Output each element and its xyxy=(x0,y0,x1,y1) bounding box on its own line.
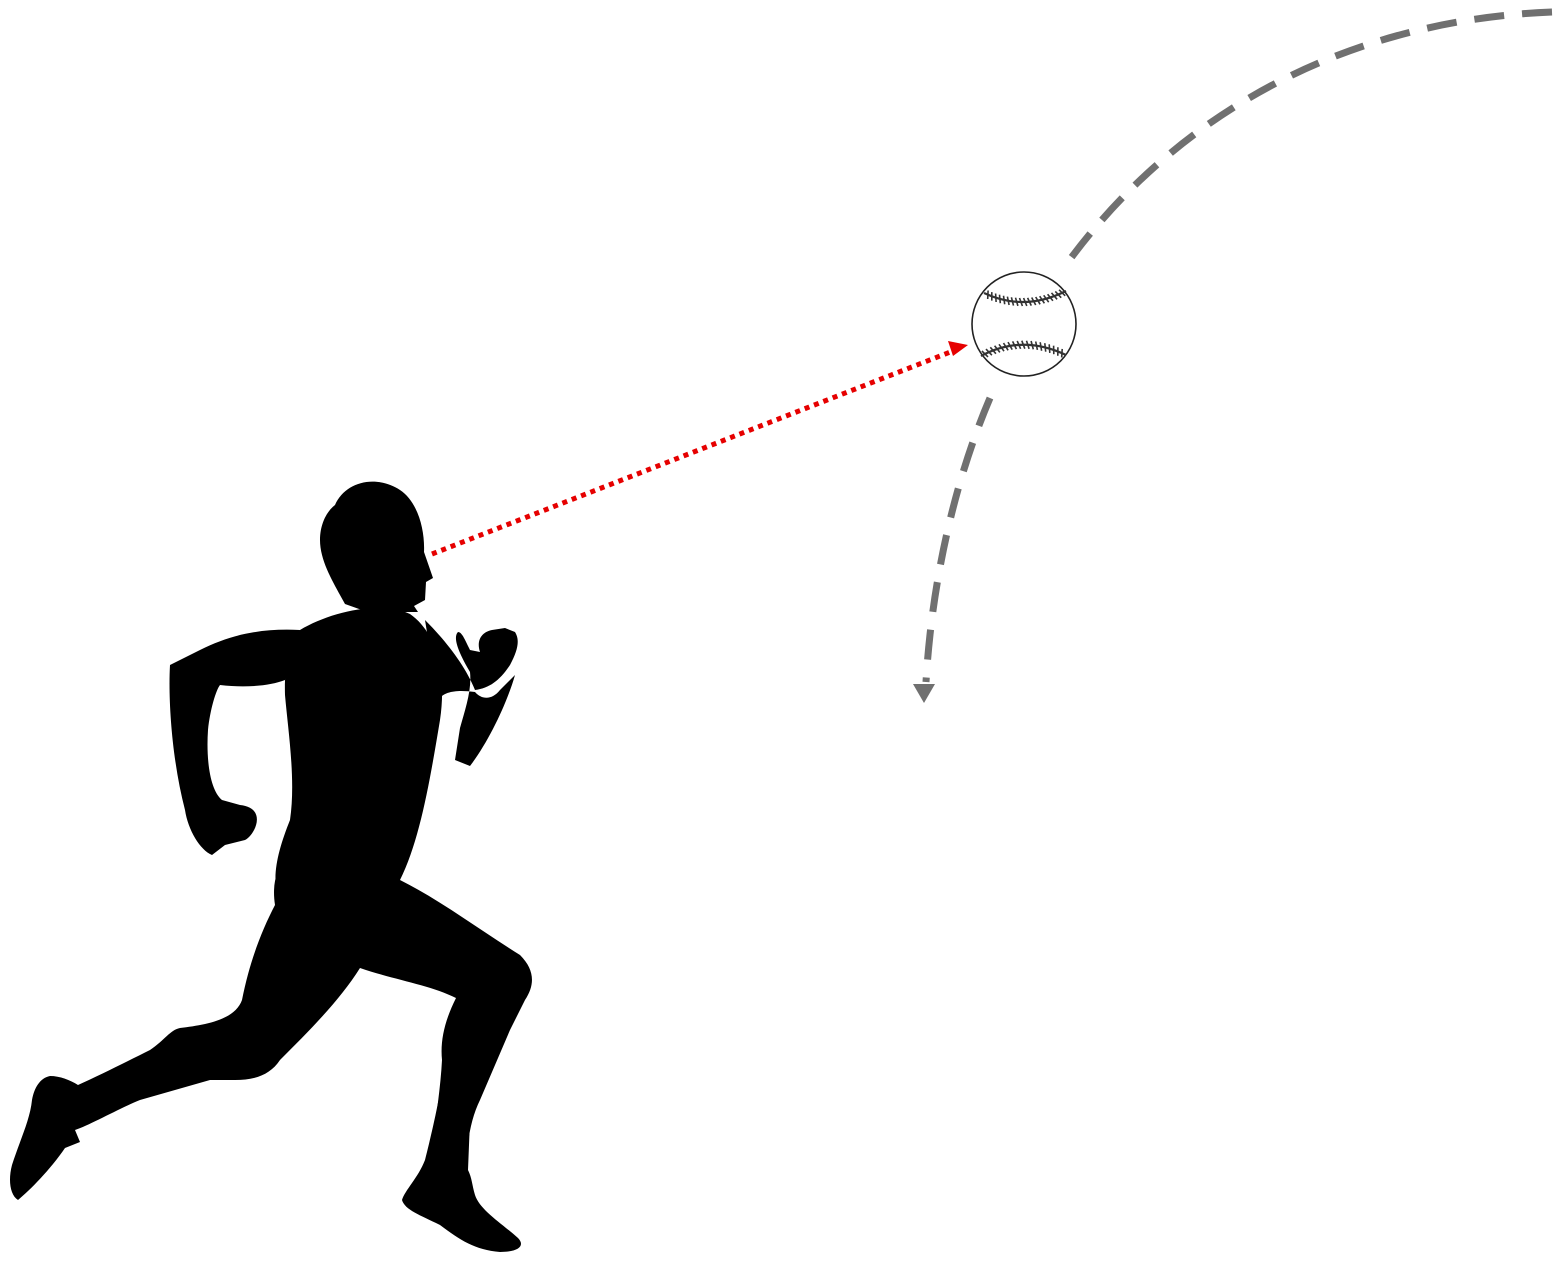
trajectory-arrowhead-icon xyxy=(913,684,935,703)
ball-stitch xyxy=(1045,343,1046,352)
running-person-silhouette-icon xyxy=(10,482,532,1252)
gaze-arrowhead-icon xyxy=(948,341,968,356)
gaze-line xyxy=(432,349,958,554)
ball-stitch xyxy=(996,294,997,303)
ball-stitch xyxy=(1049,344,1050,353)
ball-trajectory-upper xyxy=(1068,12,1552,262)
baseball-icon xyxy=(972,272,1076,376)
ball-trajectory-lower xyxy=(926,398,990,682)
ball-stitch xyxy=(1000,295,1001,304)
ball-stitch xyxy=(1062,349,1063,358)
